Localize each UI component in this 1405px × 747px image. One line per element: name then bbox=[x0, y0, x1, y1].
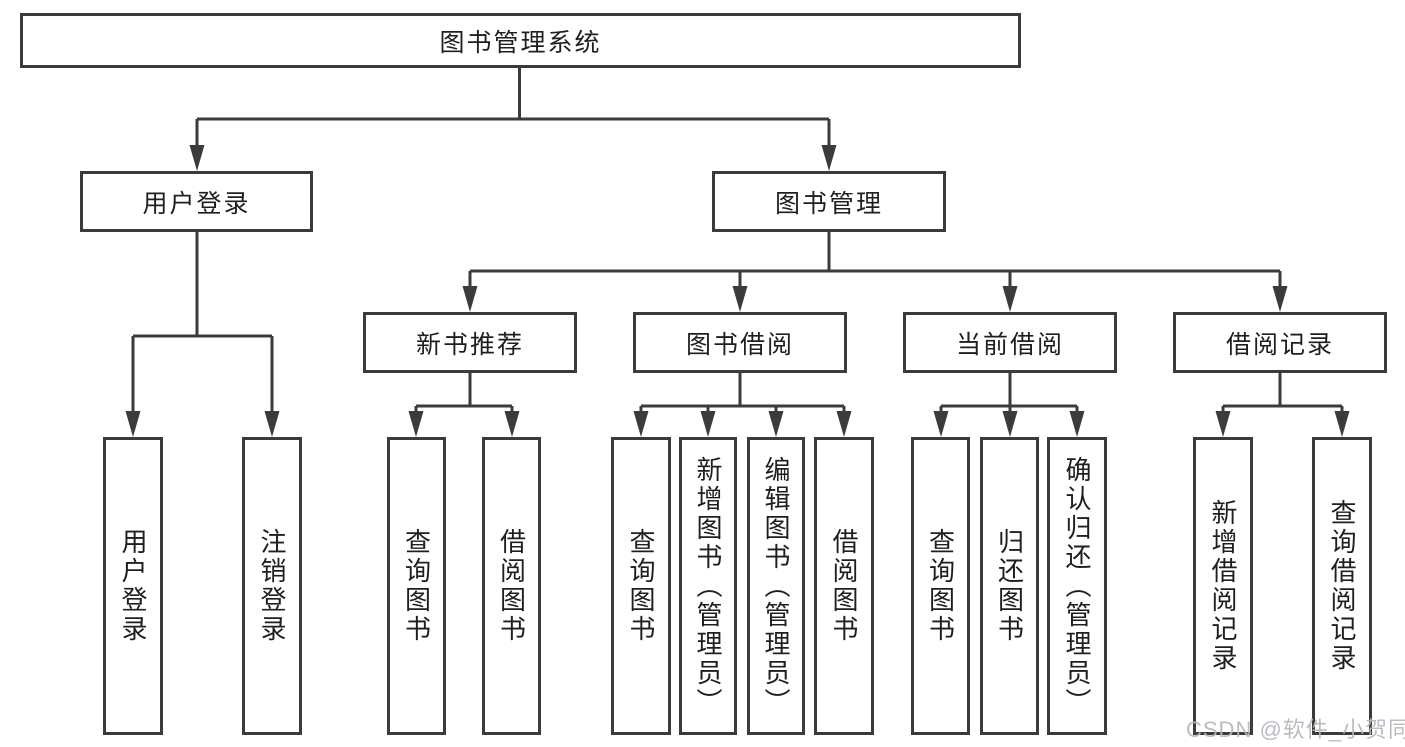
leaf-label: 用户登录 bbox=[118, 528, 148, 644]
node-book-borrow: 图书借阅 bbox=[633, 312, 847, 373]
leaf-label: 查询图书 bbox=[401, 528, 432, 644]
arrowhead bbox=[504, 411, 520, 437]
arrowhead bbox=[933, 411, 949, 437]
connector-book-borrow bbox=[639, 373, 846, 416]
leaf-label: 查询图书 bbox=[626, 528, 656, 644]
connector-current-borrow bbox=[939, 373, 1079, 416]
leaf-borrow-add-books-admin: 新增图书（管理员） bbox=[679, 437, 737, 735]
node-user-login: 用户登录 bbox=[80, 171, 313, 232]
leaf-label: 借阅图书 bbox=[829, 528, 859, 644]
arrowhead bbox=[732, 286, 748, 312]
node-current-borrow: 当前借阅 bbox=[903, 312, 1117, 373]
node-root: 图书管理系统 bbox=[20, 13, 1021, 68]
arrowhead bbox=[125, 411, 141, 437]
arrowhead bbox=[408, 411, 424, 437]
arrowhead bbox=[821, 145, 837, 171]
leaf-newbook-borrow-books: 借阅图书 bbox=[482, 437, 541, 735]
arrowhead bbox=[1334, 411, 1350, 437]
leaf-current-confirm-return-admin: 确认归还（管理员） bbox=[1047, 437, 1107, 735]
leaf-records-add-record: 新增借阅记录 bbox=[1193, 437, 1253, 735]
node-book-mgmt: 图书管理 bbox=[712, 171, 946, 232]
arrowhead bbox=[633, 411, 649, 437]
connector-user-login bbox=[131, 232, 274, 416]
arrowhead bbox=[189, 145, 205, 171]
leaf-label: 编辑图书（管理员） bbox=[761, 455, 791, 717]
leaf-label: 查询图书 bbox=[925, 528, 956, 644]
connector-borrow-records bbox=[1221, 373, 1344, 416]
leaf-label: 注销登录 bbox=[257, 528, 287, 644]
arrowhead bbox=[700, 411, 716, 437]
leaf-label: 归还图书 bbox=[994, 528, 1025, 644]
leaf-user-login-logout: 注销登录 bbox=[242, 437, 302, 735]
arrowhead bbox=[1272, 286, 1288, 312]
arrowhead bbox=[1069, 411, 1085, 437]
arrowhead bbox=[1002, 286, 1018, 312]
leaf-label: 新增图书（管理员） bbox=[693, 455, 723, 717]
leaf-borrow-query-books: 查询图书 bbox=[611, 437, 671, 735]
arrowhead bbox=[462, 286, 478, 312]
arrowhead bbox=[768, 411, 784, 437]
arrowhead bbox=[264, 411, 280, 437]
leaf-newbook-query-books: 查询图书 bbox=[387, 437, 446, 735]
arrowhead bbox=[1002, 411, 1018, 437]
connector-book-mgmt bbox=[468, 232, 1282, 291]
leaf-user-login-login: 用户登录 bbox=[103, 437, 163, 735]
connector-root bbox=[195, 68, 831, 150]
node-new-book-rec: 新书推荐 bbox=[363, 312, 577, 373]
leaf-borrow-borrow-books: 借阅图书 bbox=[814, 437, 874, 735]
arrowhead bbox=[1215, 411, 1231, 437]
leaf-current-query-books: 查询图书 bbox=[911, 437, 970, 735]
node-borrow-records: 借阅记录 bbox=[1173, 312, 1387, 373]
leaf-label: 新增借阅记录 bbox=[1208, 499, 1238, 673]
arrowhead bbox=[836, 411, 852, 437]
csdn-watermark: CSDN @软件_小贺同学 bbox=[1186, 717, 1405, 742]
leaf-records-query-record: 查询借阅记录 bbox=[1312, 437, 1372, 735]
connector-new-book bbox=[414, 373, 514, 416]
leaf-current-return-books: 归还图书 bbox=[980, 437, 1039, 735]
leaf-label: 查询借阅记录 bbox=[1327, 499, 1357, 673]
leaf-borrow-edit-books-admin: 编辑图书（管理员） bbox=[747, 437, 805, 735]
leaf-label: 借阅图书 bbox=[496, 528, 527, 644]
leaf-label: 确认归还（管理员） bbox=[1062, 455, 1092, 717]
